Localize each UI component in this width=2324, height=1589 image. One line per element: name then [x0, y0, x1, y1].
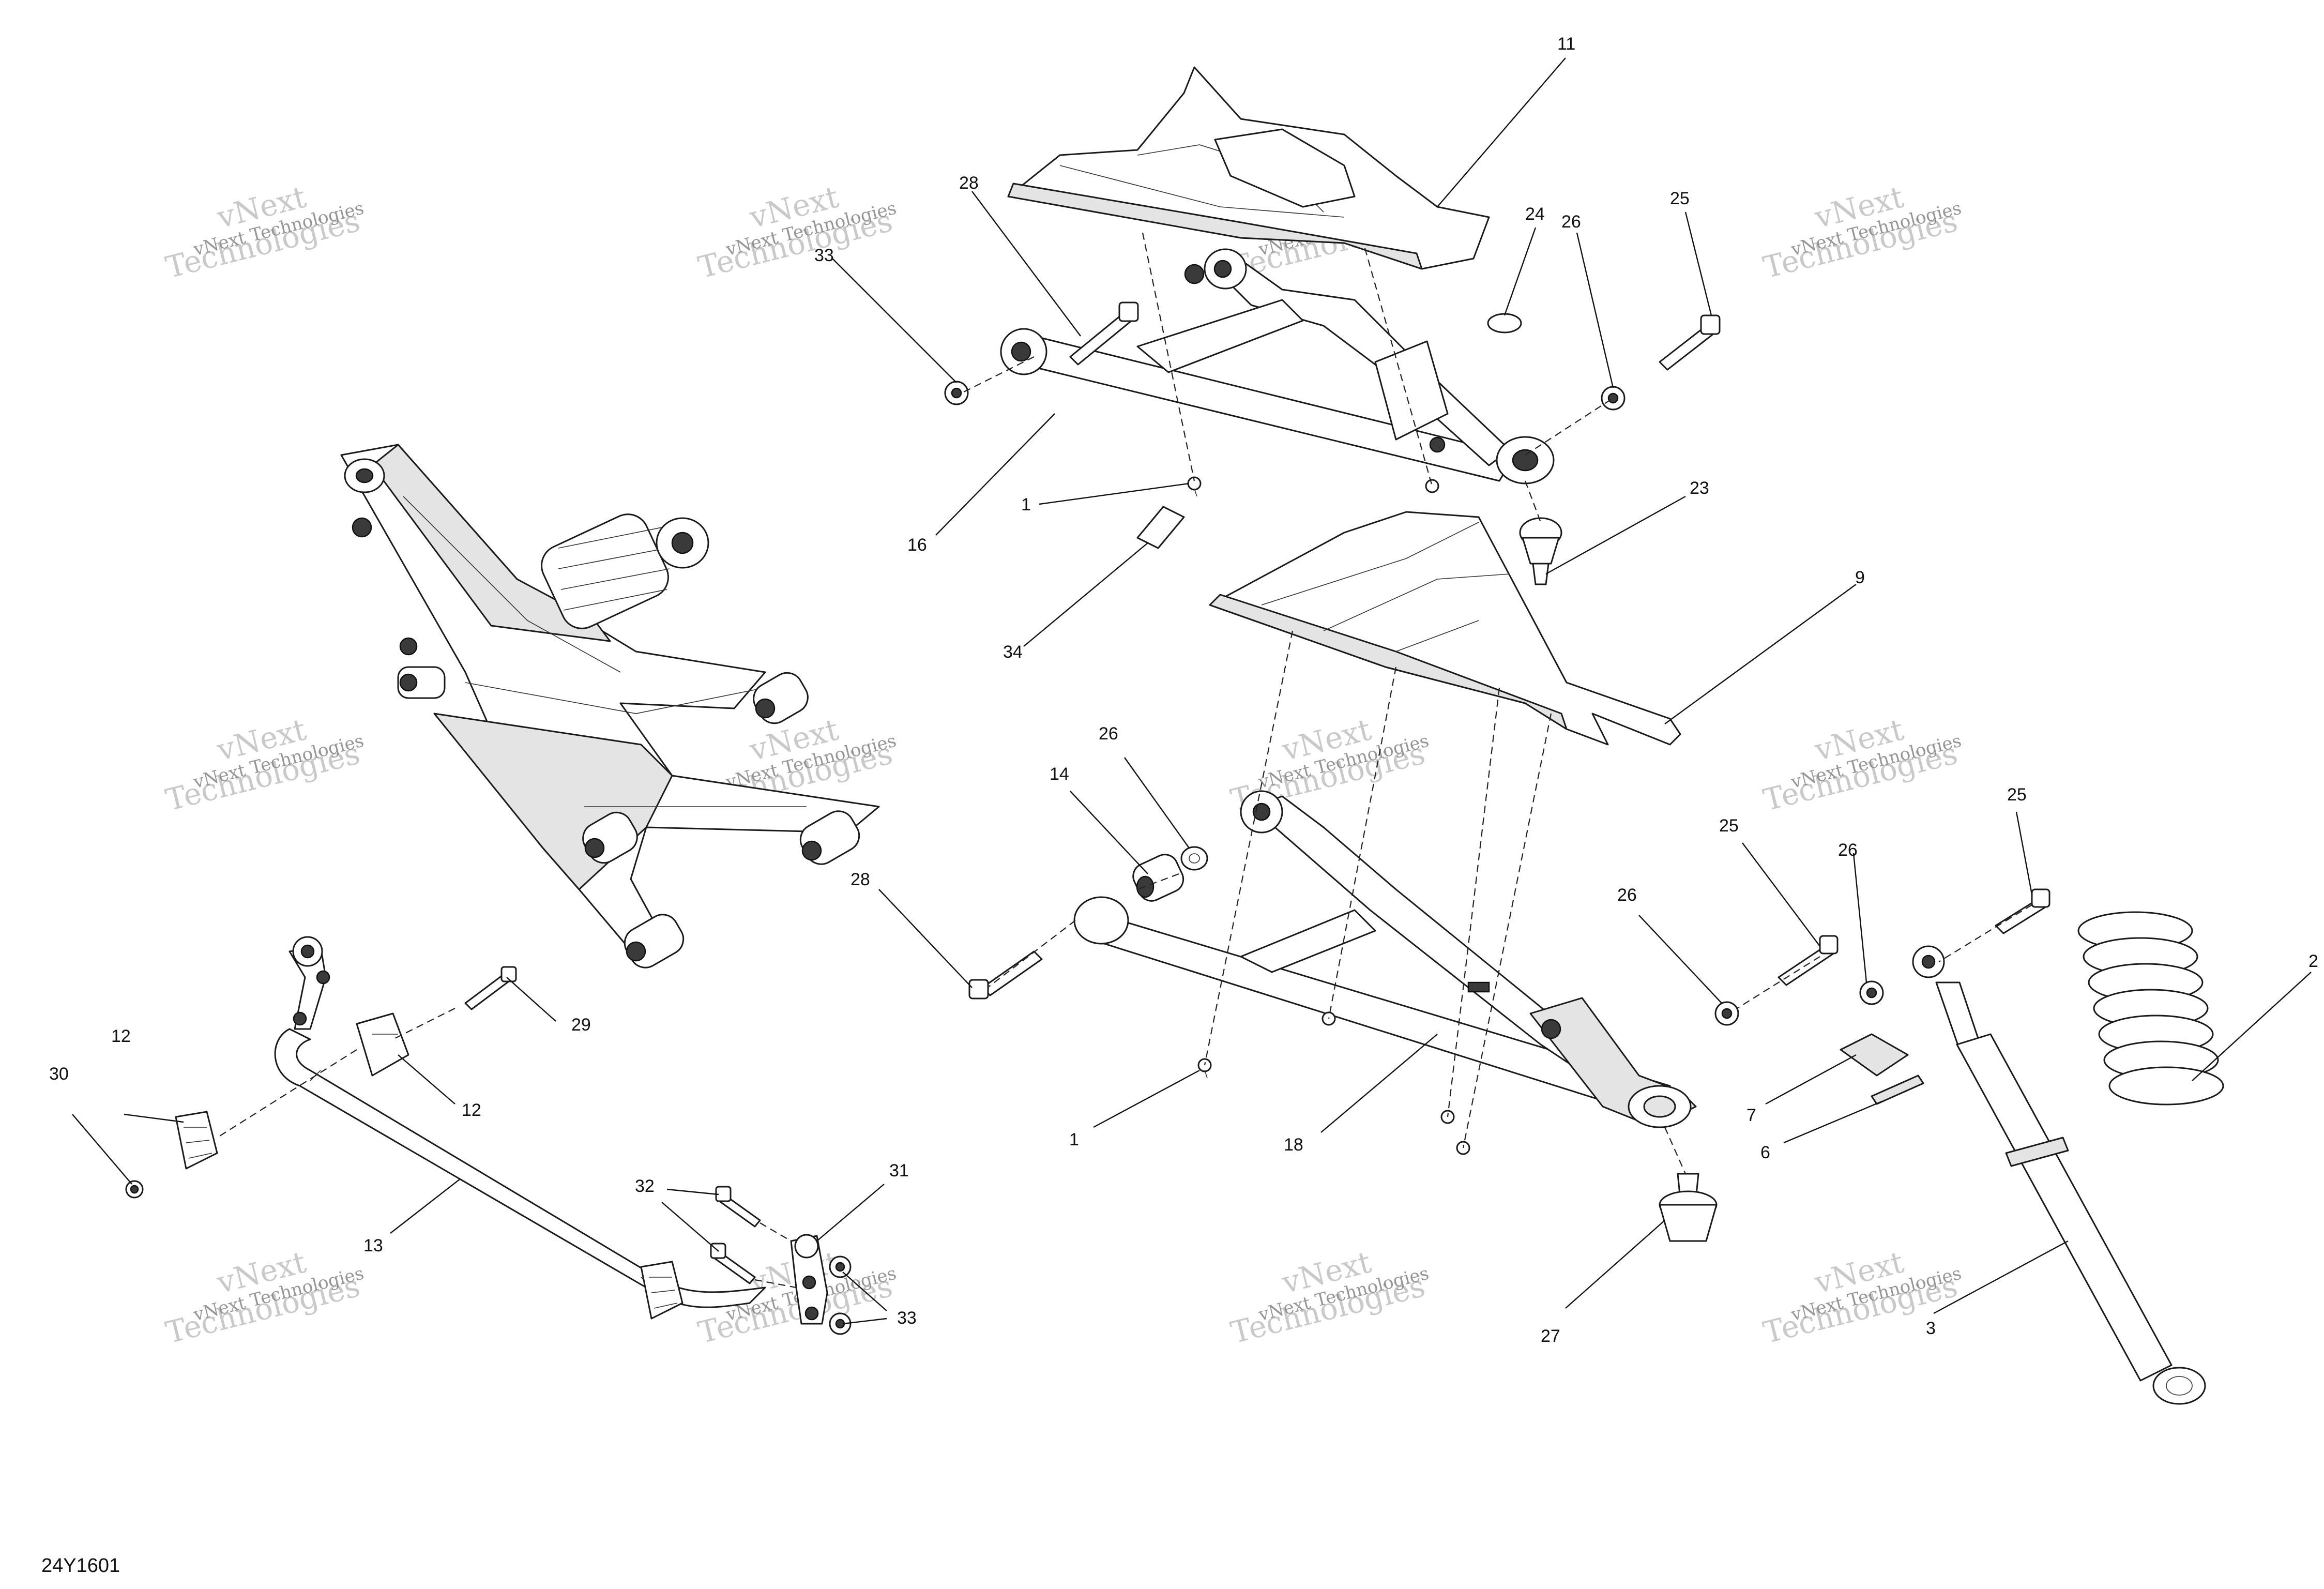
watermark: vNext Technologies vNext Technologies [695, 179, 899, 285]
clip [1136, 506, 1185, 549]
stabilizer-bushing-block [175, 1111, 218, 1170]
nut [1859, 980, 1884, 1005]
nut [829, 1312, 852, 1335]
bolt [1995, 888, 2050, 934]
stabilizer-clamp-right [640, 1261, 683, 1320]
screw [1425, 479, 1439, 493]
callout-9: 9 [1855, 568, 1865, 587]
nut [1601, 386, 1626, 411]
callout-31: 31 [889, 1161, 909, 1181]
watermark: vNext Technologies vNext Technologies [1760, 712, 1964, 818]
callout-33: 33 [814, 246, 834, 265]
lower-a-arm [1073, 790, 1697, 1128]
watermark: vNext Technologies vNext Technologies [162, 179, 366, 285]
leader-lines [72, 57, 2312, 1325]
bolt [464, 966, 517, 1010]
nut [944, 381, 969, 405]
callout-12: 12 [111, 1026, 131, 1046]
callout-28: 28 [850, 870, 870, 889]
assembled-bushing [397, 666, 446, 699]
assembled-bushing [624, 914, 685, 968]
stabilizer-link-right [790, 1234, 828, 1325]
bolt [1069, 301, 1139, 366]
callout-3: 3 [1926, 1319, 1936, 1338]
callout-27: 27 [1541, 1326, 1560, 1346]
watermark: vNext Technologies vNext Technologies [1227, 1245, 1431, 1351]
callout-18: 18 [1284, 1135, 1303, 1155]
callout-1: 1 [1021, 495, 1031, 514]
bolt [1659, 314, 1721, 371]
bolt [715, 1186, 761, 1228]
upper-arm-guard [1007, 66, 1490, 270]
drawing-code: 24Y1601 [41, 1555, 120, 1577]
nut [125, 1180, 144, 1199]
callout-23: 23 [1690, 478, 1709, 498]
callout-32: 32 [635, 1176, 655, 1196]
spacer [1840, 1033, 1909, 1077]
coil-spring [2077, 911, 2224, 1106]
callout-26: 26 [1099, 724, 1118, 744]
upper-a-arm [1000, 248, 1555, 485]
assembled-suspension-frame [340, 444, 880, 968]
washer [1180, 846, 1208, 871]
stabilizer-link [288, 936, 330, 1030]
callout-1: 1 [1069, 1130, 1079, 1149]
assembled-coil-shock [541, 513, 709, 629]
callout-25: 25 [2007, 785, 2027, 805]
assembled-bushing [799, 810, 860, 865]
callout-25: 25 [1719, 816, 1739, 836]
callout-11: 11 [1557, 34, 1575, 54]
watermark: vNext Technologies vNext Technologies [162, 712, 366, 818]
bushing [1132, 854, 1184, 902]
callout-2: 2 [2308, 951, 2318, 971]
callout-33: 33 [897, 1308, 917, 1328]
assembly-lines [217, 232, 2032, 1289]
callout-7: 7 [1746, 1106, 1756, 1125]
stabilizer-clamp [356, 1012, 409, 1077]
callout-16: 16 [907, 535, 927, 555]
callout-14: 14 [1050, 764, 1069, 784]
circlip [1487, 313, 1522, 334]
bolt [968, 950, 1043, 1000]
nut [829, 1255, 852, 1278]
screw [1197, 1058, 1212, 1079]
shock-absorber [1912, 945, 2206, 1405]
callout-34: 34 [1003, 642, 1023, 662]
bolt [1778, 935, 1839, 986]
callout-26: 26 [1838, 840, 1858, 860]
callout-30: 30 [49, 1064, 69, 1084]
upper-ball-joint [1519, 517, 1562, 585]
callout-29: 29 [571, 1015, 591, 1035]
lower-arm-guard [1209, 511, 1681, 746]
nut [1714, 1001, 1739, 1026]
watermark: vNext Technologies vNext Technologies [162, 1245, 366, 1351]
lower-ball-joint [1659, 1173, 1718, 1242]
assembled-bushing [753, 672, 809, 724]
callout-26: 26 [1561, 212, 1581, 232]
callout-12: 12 [462, 1100, 481, 1120]
callout-labels: 11 28 33 24 26 25 1 16 23 9 34 26 14 28 … [49, 34, 2318, 1346]
assembled-bushing [582, 811, 638, 864]
callout-6: 6 [1760, 1143, 1770, 1162]
callout-25: 25 [1670, 189, 1690, 208]
watermark: vNext Technologies vNext Technologies [1760, 179, 1964, 285]
callout-28: 28 [959, 173, 979, 193]
callout-13: 13 [363, 1236, 383, 1255]
shim [1871, 1075, 1924, 1105]
callout-24: 24 [1525, 204, 1545, 224]
callout-26: 26 [1617, 885, 1637, 905]
